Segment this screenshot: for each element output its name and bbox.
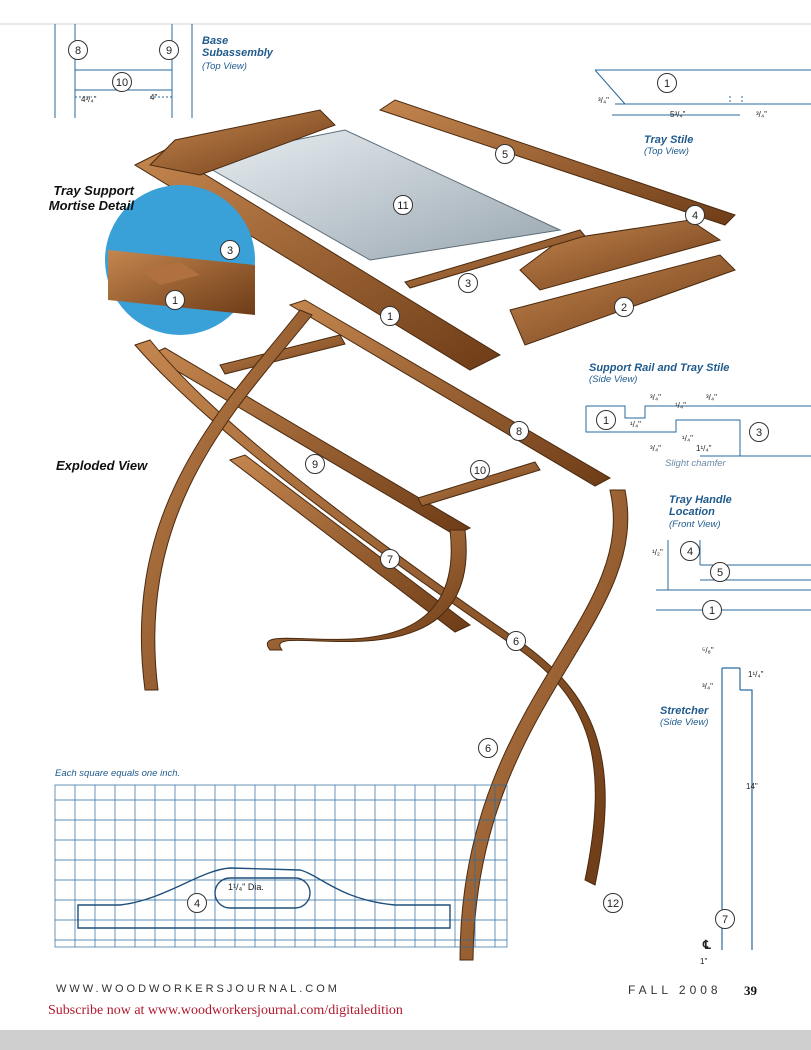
stretcher-diagram (721, 667, 753, 950)
dim-rail-e: ¹/₄" (682, 434, 693, 443)
mortise-detail-circle (105, 185, 255, 335)
tray-handle-title: Tray Handle Location (669, 494, 732, 518)
part-callout-7b: 7 (715, 909, 735, 929)
base-assembly (134, 299, 629, 961)
part-callout-8: 8 (68, 40, 88, 60)
dim-stile-len: 5³/₄" (670, 110, 686, 119)
tray-assembly (133, 99, 736, 371)
base-subassembly-diagram (54, 24, 193, 118)
part-callout-10b: 10 (470, 460, 490, 480)
dim-rail-d: ¹/₄" (630, 420, 641, 429)
part-callout-3: 3 (220, 240, 240, 260)
part-callout-1d: 1 (596, 410, 616, 430)
part-callout-3c: 3 (749, 422, 769, 442)
tray-stile-title: Tray Stile (644, 134, 694, 146)
exploded-view-illustration (0, 23, 811, 961)
tray-handle-diagram (656, 540, 811, 611)
footer-url: WWW.WOODWORKERSJOURNAL.COM (56, 983, 340, 995)
support-rail-diagram (585, 405, 811, 457)
bottom-bar (0, 1030, 811, 1050)
page-number: 39 (744, 983, 757, 998)
dim-rail-g: 1¹/₄" (696, 444, 712, 453)
base-subassembly-sub: (Top View) (202, 61, 247, 72)
part-callout-1b: 1 (165, 290, 185, 310)
part-callout-6b: 6 (478, 738, 498, 758)
footer-issue: FALL 2008 (628, 983, 722, 997)
grid-note: Each square equals one inch. (55, 768, 181, 779)
dim-stile-depth: ³/₄" (598, 96, 609, 105)
dim-base-b: 4" (150, 93, 158, 102)
support-rail-title: Support Rail and Tray Stile (589, 362, 730, 374)
part-callout-1e: 1 (702, 600, 722, 620)
pattern-grid (54, 784, 508, 948)
slight-chamfer-note: Slight chamfer (665, 458, 726, 469)
base-subassembly-title: Base Subassembly (202, 35, 273, 59)
dim-rail-f: ³/₄" (650, 444, 661, 453)
stretcher-sub: (Side View) (660, 717, 709, 728)
part-callout-5: 5 (495, 144, 515, 164)
tray-handle-sub: (Front View) (669, 519, 721, 530)
stretcher-title: Stretcher (660, 705, 709, 717)
mortise-detail-title: Tray Support Mortise Detail (48, 183, 134, 213)
tray-stile-sub: (Top View) (644, 146, 689, 157)
dim-str-len: 14" (746, 782, 758, 791)
subscribe-link[interactable]: Subscribe now at www.woodworkersjournal.… (48, 1003, 403, 1018)
dim-handle-a: ¹/₂" (652, 548, 663, 557)
part-callout-8b: 8 (509, 421, 529, 441)
part-callout-7: 7 (380, 549, 400, 569)
part-callout-9b: 9 (305, 454, 325, 474)
part-callout-11: 11 (393, 195, 413, 215)
part-callout-4c: 4 (187, 893, 207, 913)
dim-str-a: ⁵/₈" (702, 646, 714, 655)
part-callout-4b: 4 (680, 541, 700, 561)
part-callout-4: 4 (685, 205, 705, 225)
dim-rail-c: ³/₄" (706, 393, 717, 402)
dim-str-w: 1" (700, 957, 708, 966)
part-callout-6: 6 (506, 631, 526, 651)
handle-dia-label: 1¹/₄" Dia. (228, 882, 264, 892)
part-callout-1c: 1 (380, 306, 400, 326)
part-callout-1: 1 (657, 73, 677, 93)
part-callout-9: 9 (159, 40, 179, 60)
part-callout-10: 10 (112, 72, 132, 92)
dim-rail-a: ³/₄" (650, 393, 661, 402)
part-callout-5b: 5 (710, 562, 730, 582)
part-callout-2: 2 (614, 297, 634, 317)
dim-stile-end: ³/₄" (756, 110, 767, 119)
dim-str-b: 1¹/₄" (748, 670, 764, 679)
dim-rail-b: ¹/₄" (675, 401, 686, 410)
part-callout-3b: 3 (458, 273, 478, 293)
dim-base-a: 4³/₄" (81, 95, 97, 104)
tray-stile-diagram (594, 69, 811, 116)
dim-str-c: ³/₄" (702, 682, 713, 691)
exploded-view-label: Exploded View (56, 458, 148, 473)
part-callout-12: 12 (603, 893, 623, 913)
support-rail-sub: (Side View) (589, 374, 638, 385)
centerline-mark: ℄ (703, 938, 711, 952)
